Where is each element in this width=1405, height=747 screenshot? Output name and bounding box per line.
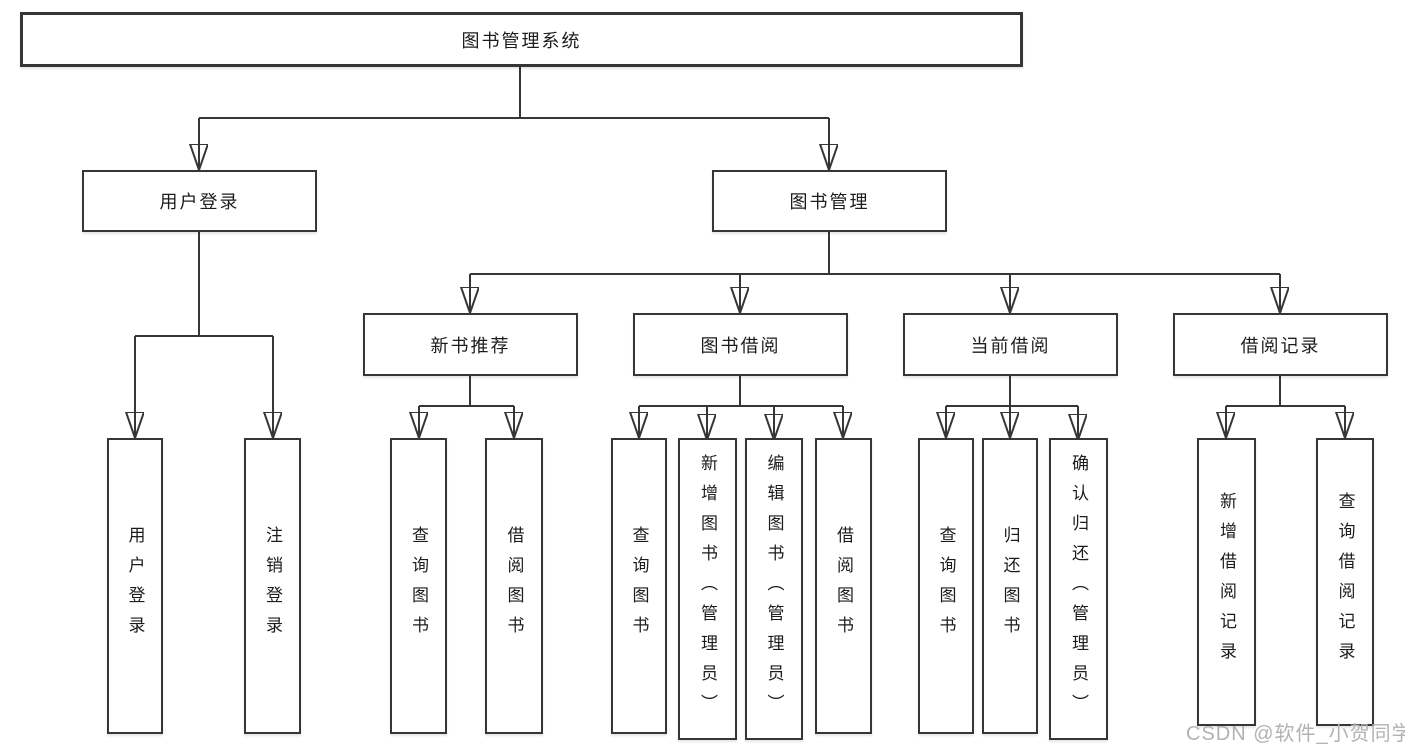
leaf-borrowing-query-books: 查询图书 <box>611 438 667 734</box>
node-label: 新增图书（管理员） <box>698 454 717 724</box>
node-borrow-records: 借阅记录 <box>1173 313 1388 376</box>
node-label: 注销登录 <box>263 526 282 646</box>
leaf-edit-books-admin: 编辑图书（管理员） <box>745 438 803 740</box>
node-book-management: 图书管理 <box>712 170 947 232</box>
node-label: 当前借阅 <box>970 335 1051 356</box>
node-label: 图书管理 <box>789 192 870 212</box>
csdn-watermark: CSDN @软件_小贺同学 <box>1186 723 1405 745</box>
node-label: 借阅图书 <box>834 526 853 646</box>
leaf-user-login: 用户登录 <box>107 438 163 734</box>
node-label: 确认归还（管理员） <box>1069 454 1088 724</box>
leaf-add-books-admin: 新增图书（管理员） <box>678 438 737 740</box>
leaf-recommend-query-books: 查询图书 <box>390 438 447 734</box>
node-label: 查询图书 <box>409 526 428 646</box>
node-label: 图书管理系统 <box>461 30 582 51</box>
tree-connector-arrows <box>135 118 1345 440</box>
node-label: 查询图书 <box>629 526 649 646</box>
leaf-query-borrow-record: 查询借阅记录 <box>1316 438 1374 726</box>
node-user-login: 用户登录 <box>82 170 317 232</box>
node-label: 新书推荐 <box>430 335 511 356</box>
node-label: 新增借阅记录 <box>1217 492 1236 672</box>
node-label: 用户登录 <box>125 526 145 646</box>
node-label: 编辑图书（管理员） <box>764 454 784 724</box>
node-current-borrowing: 当前借阅 <box>903 313 1118 376</box>
leaf-logout: 注销登录 <box>244 438 301 734</box>
leaf-borrowing-borrow-books: 借阅图书 <box>815 438 872 734</box>
node-label: 查询图书 <box>936 526 956 646</box>
node-label: 用户登录 <box>159 192 240 212</box>
node-label: 归还图书 <box>1000 526 1020 646</box>
node-label: 图书借阅 <box>700 335 781 356</box>
leaf-recommend-borrow-books: 借阅图书 <box>485 438 543 734</box>
leaf-confirm-return-admin: 确认归还（管理员） <box>1049 438 1108 740</box>
node-book-borrowing: 图书借阅 <box>633 313 848 376</box>
node-label: 借阅图书 <box>504 526 524 646</box>
node-library-system: 图书管理系统 <box>20 12 1023 67</box>
node-label: 查询借阅记录 <box>1335 492 1355 672</box>
leaf-return-books: 归还图书 <box>982 438 1038 734</box>
leaf-current-query-books: 查询图书 <box>918 438 974 734</box>
leaf-add-borrow-record: 新增借阅记录 <box>1197 438 1256 726</box>
node-new-book-recommend: 新书推荐 <box>363 313 578 376</box>
node-label: 借阅记录 <box>1240 335 1321 356</box>
